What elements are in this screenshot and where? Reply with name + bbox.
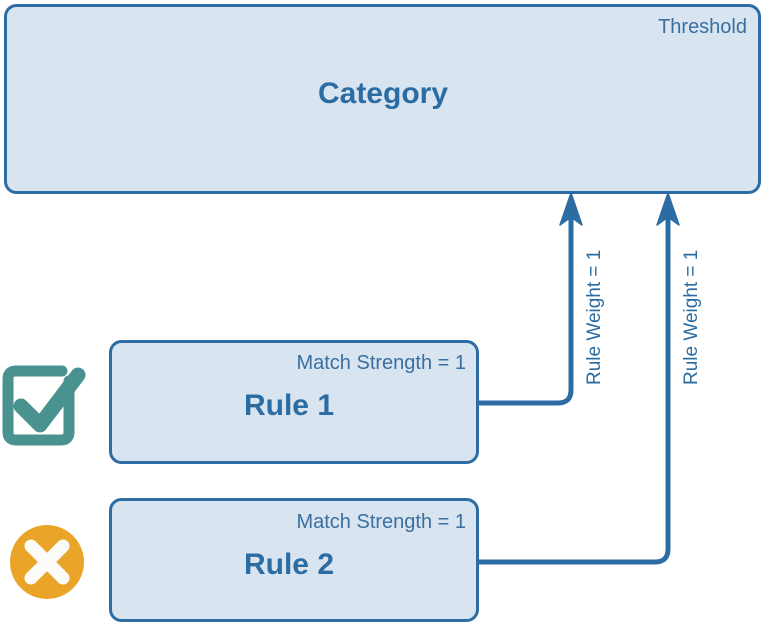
connector-rule-1-line: [478, 215, 574, 406]
connector-rule-2: Rule Weight = 1: [478, 192, 702, 565]
checkbox-square: [2, 365, 75, 446]
connector-rule-1: Rule Weight = 1: [478, 192, 605, 406]
connector-rule-1-weight-label: Rule Weight = 1: [584, 250, 605, 385]
rule-1-match-strength-label: Match Strength = 1: [296, 352, 466, 374]
connector-rule-2-line: [478, 215, 671, 565]
rule-1-box[interactable]: [109, 340, 479, 464]
rule-2-title: Rule 2: [244, 548, 334, 581]
rule-2-node[interactable]: Match Strength = 1 Rule 2: [109, 498, 479, 622]
category-title: Category: [318, 77, 448, 110]
connector-rule-2-arrowhead: [656, 192, 680, 226]
checkmark-stroke: [13, 367, 86, 433]
rule-1-node[interactable]: Match Strength = 1 Rule 1: [109, 340, 479, 464]
checkbox-checked-icon: [2, 365, 86, 446]
rule-2-box[interactable]: [109, 498, 479, 622]
rule-2-match-strength-label: Match Strength = 1: [296, 511, 466, 533]
category-threshold-label: Threshold: [658, 16, 747, 38]
connector-rule-2-weight-label: Rule Weight = 1: [681, 250, 702, 385]
circle-x-icon: [10, 525, 84, 599]
rule-1-title: Rule 1: [244, 389, 334, 422]
category-node[interactable]: Threshold Category: [4, 4, 761, 194]
circle-x-glyph: [24, 539, 70, 585]
category-box[interactable]: [4, 4, 761, 194]
connector-rule-1-arrowhead: [559, 192, 583, 226]
